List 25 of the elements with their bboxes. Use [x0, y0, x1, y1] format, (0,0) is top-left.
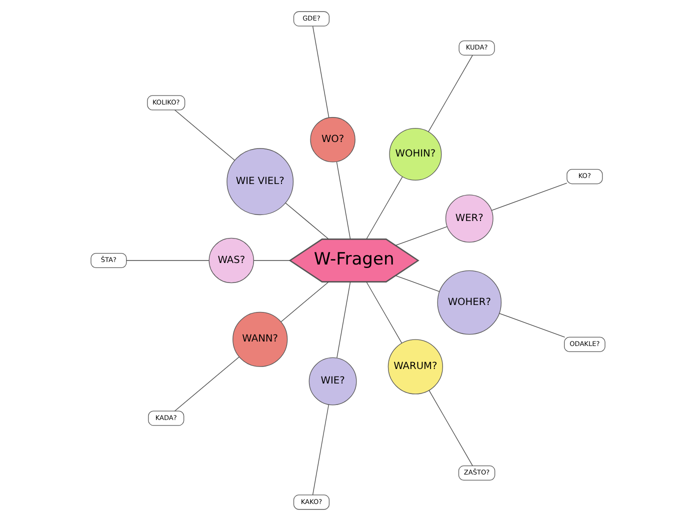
- connector: [312, 25, 330, 118]
- node-circle: WAS?: [208, 237, 254, 283]
- connector: [428, 54, 473, 132]
- connector: [174, 356, 240, 411]
- node-circle: WIE VIEL?: [226, 148, 294, 215]
- connector: [491, 182, 568, 210]
- connector: [395, 274, 440, 292]
- node-circle: WOHIN?: [389, 128, 442, 180]
- node-circle: WOHER?: [437, 270, 502, 334]
- connector: [312, 404, 329, 495]
- connector: [366, 281, 402, 343]
- connector: [280, 281, 329, 322]
- node-circle: WARUM?: [388, 338, 443, 394]
- node-circle: WIE?: [308, 356, 357, 405]
- connector: [428, 390, 473, 466]
- node-circle: WER?: [445, 194, 494, 242]
- connector: [336, 281, 351, 358]
- node-circle: WO?: [310, 116, 356, 162]
- connector: [285, 202, 329, 239]
- connector: [336, 160, 351, 239]
- connector: [395, 226, 448, 246]
- node-circle: WANN?: [232, 311, 288, 366]
- connector: [366, 176, 403, 239]
- connector: [174, 109, 235, 160]
- connector: [499, 312, 566, 338]
